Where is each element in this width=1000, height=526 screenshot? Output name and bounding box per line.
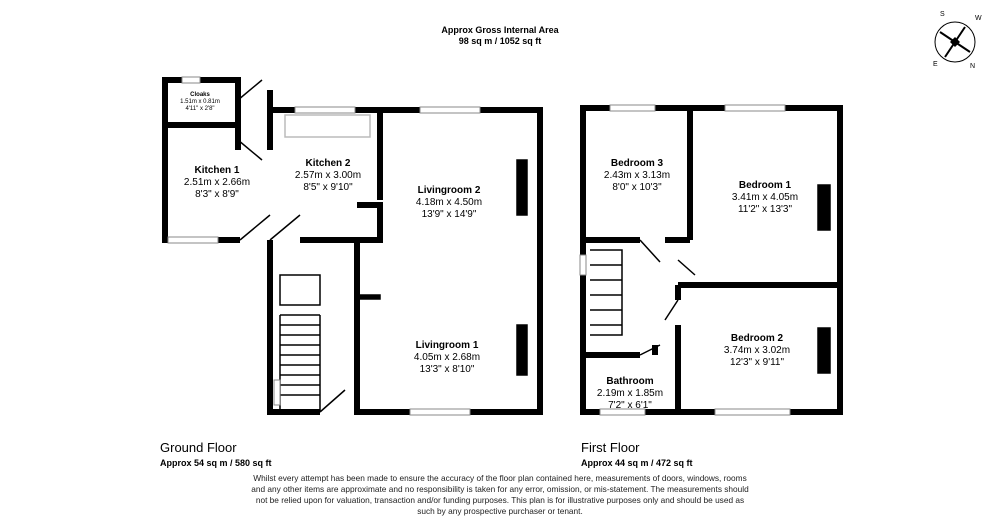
compass-letter-e: E [933, 61, 938, 68]
ground-floor-label: Ground Floor [160, 440, 237, 455]
ground-floor-area: Approx 54 sq m / 580 sq ft [160, 458, 272, 468]
compass-letter-n: N [970, 63, 975, 70]
first-floor-label: First Floor [581, 440, 640, 455]
compass-rose-icon [934, 21, 976, 63]
area-title: Approx Gross Internal Area [441, 25, 559, 35]
compass-letter-w: W [975, 15, 982, 22]
area-value: 98 sq m / 1052 sq ft [458, 36, 542, 46]
compass-letter-s: S [940, 11, 945, 18]
ground-floor-details [237, 79, 528, 413]
first-floor-details [590, 184, 831, 374]
windows [167, 76, 791, 416]
disclaimer: Whilst every attempt has been made to en… [251, 473, 749, 516]
gross-internal-area: Approx Gross Internal Area 98 sq m / 105… [350, 25, 650, 47]
ground-floor-walls [162, 77, 543, 415]
first-floor-area: Approx 44 sq m / 472 sq ft [581, 458, 693, 468]
